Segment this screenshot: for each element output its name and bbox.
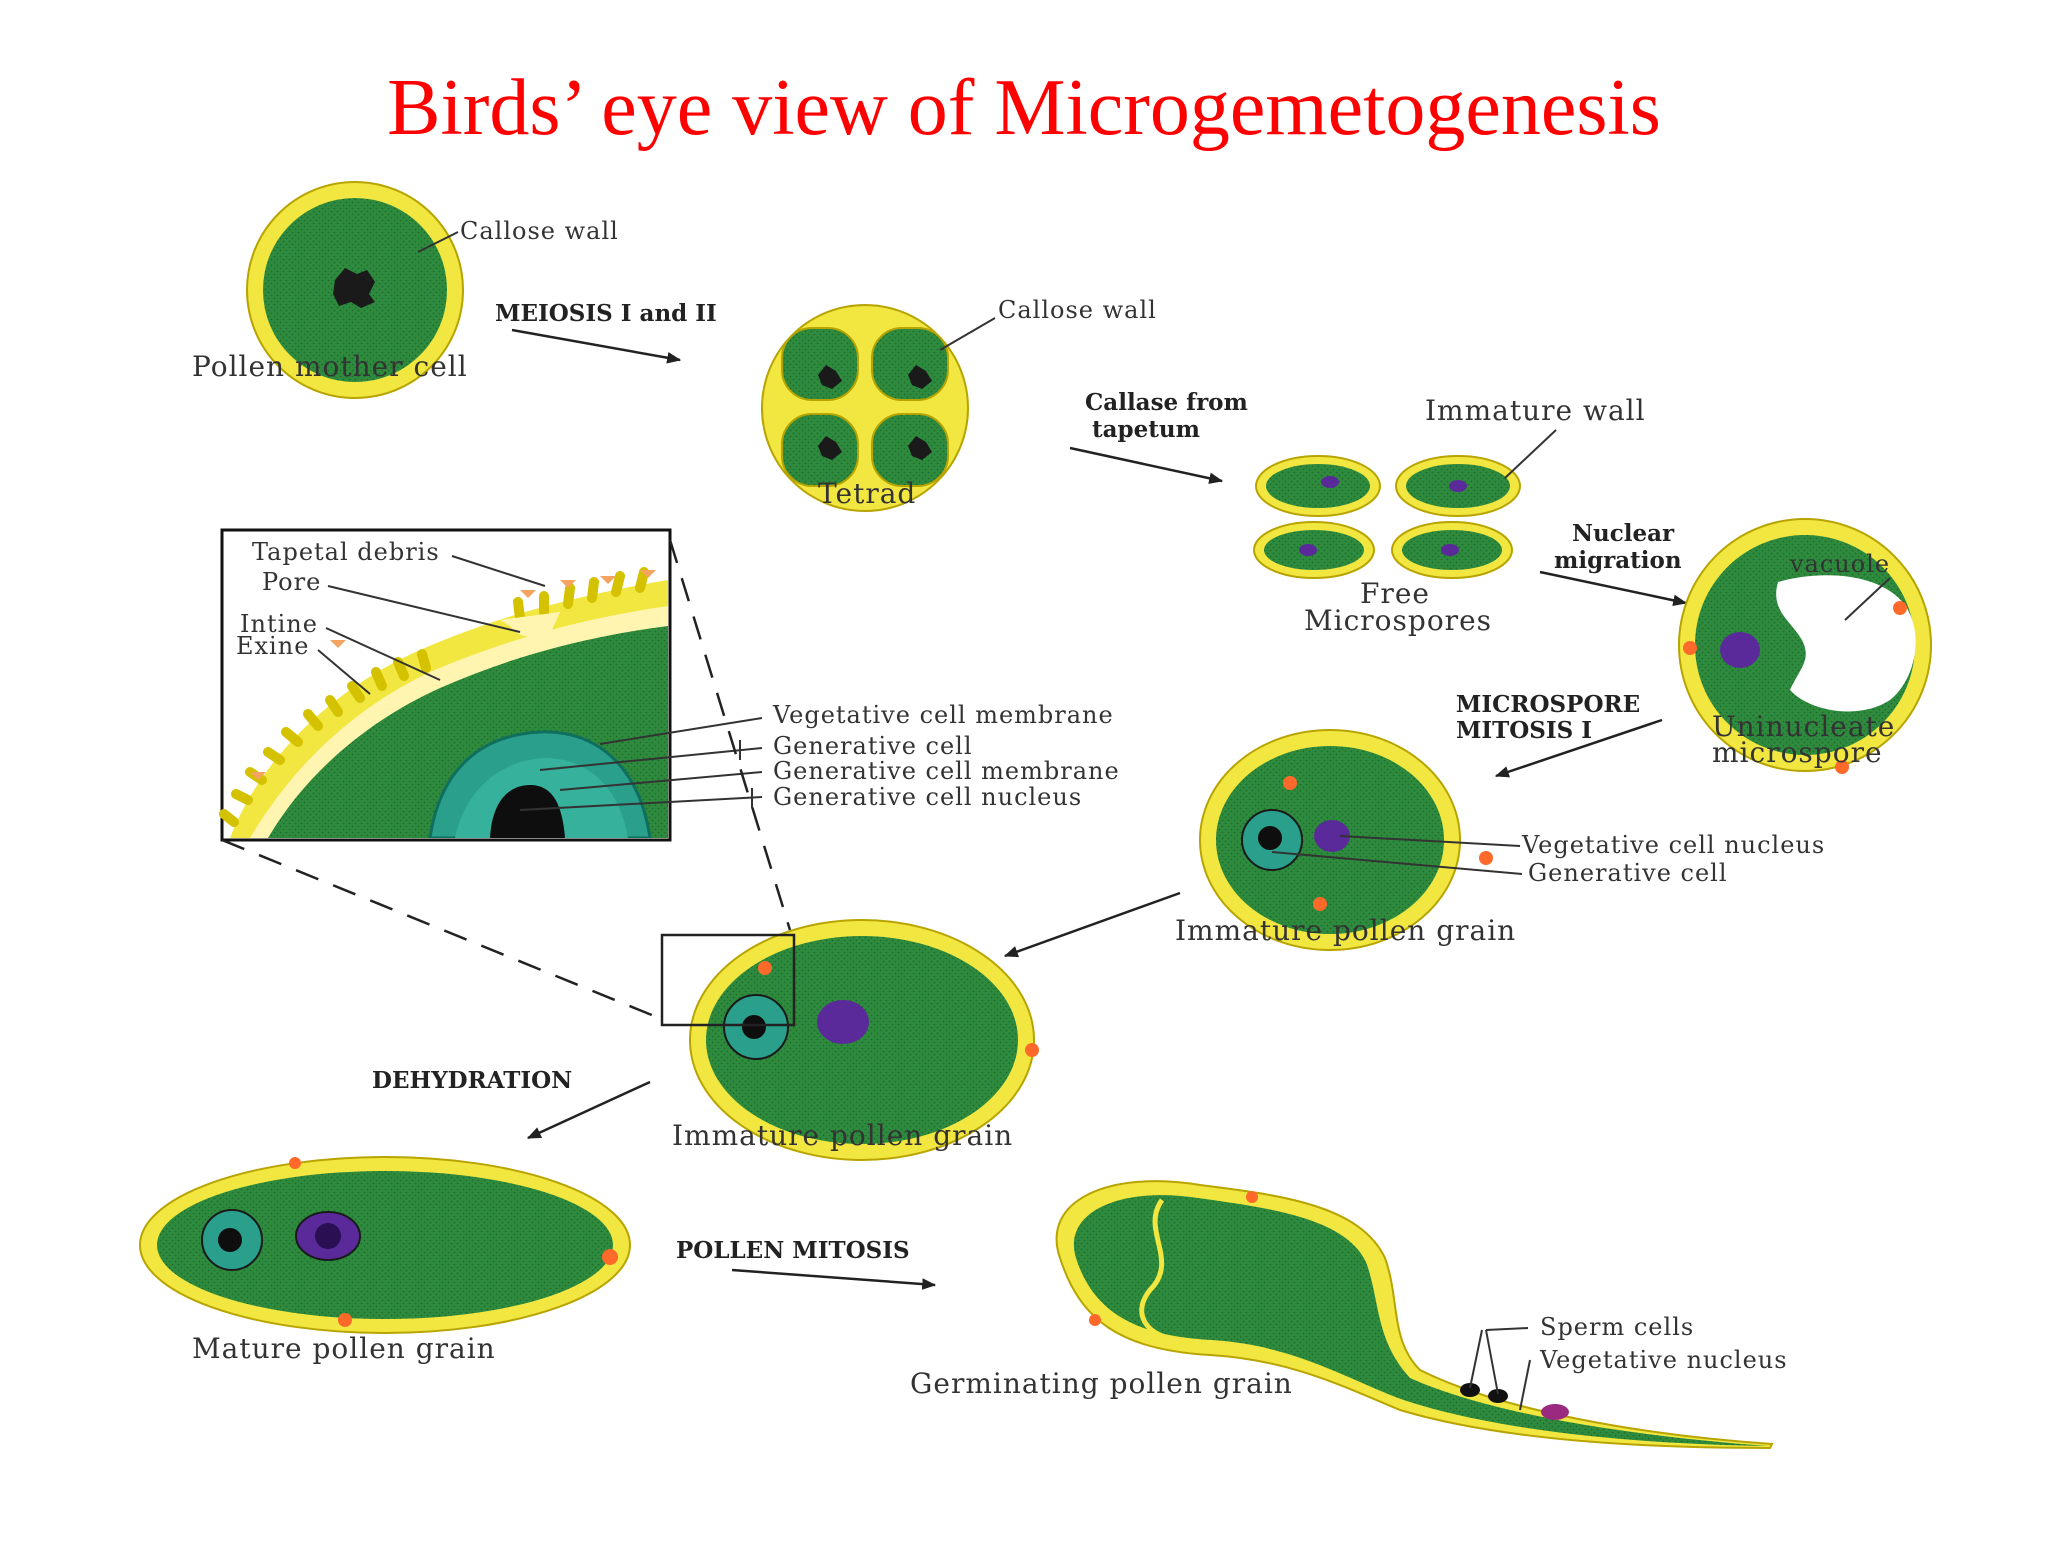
pollen-mitosis-label: POLLEN MITOSIS <box>676 1237 910 1264</box>
generative-cell-leader <box>1271 851 1523 875</box>
intine-leader <box>325 627 441 681</box>
sperm-leader-3 <box>1485 1327 1529 1331</box>
dehydration-label: DEHYDRATION <box>372 1067 572 1094</box>
microspore <box>1395 455 1521 517</box>
microspore <box>1253 521 1375 579</box>
callase-arrow <box>1069 446 1224 484</box>
germinating-label: Germinating pollen grain <box>910 1367 1293 1400</box>
gen-nucleus-leader <box>519 796 763 811</box>
meiosis-arrow <box>511 328 682 364</box>
pore-leader <box>327 585 521 633</box>
immature-pollen-grain-right <box>1199 729 1493 951</box>
veg-membrane-leader <box>599 717 763 745</box>
pollen-mitosis-arrow <box>731 1268 937 1290</box>
page-title: Birds’ eye view of Microgemetogenesis <box>387 64 1661 152</box>
free-microspores-label-line1: Free <box>1360 577 1430 610</box>
sperm-leader-1 <box>1469 1329 1483 1389</box>
immature-pollen-label-2: Immature pollen grain <box>672 1119 1013 1152</box>
zoom-region-box <box>660 933 796 1027</box>
tapetal-debris-leader <box>451 555 546 587</box>
arrow-to-center <box>1003 891 1181 958</box>
gen-cell-leader <box>539 747 763 771</box>
immature-wall-leader <box>1504 429 1557 479</box>
mitosis-label-line2: MITOSIS I <box>1456 717 1592 744</box>
callose-wall-label-1: Callose wall <box>460 217 619 245</box>
exine-label: Exine <box>236 632 309 660</box>
mature-pollen-label: Mature pollen grain <box>192 1332 496 1365</box>
dehydration-arrow <box>526 1080 651 1140</box>
generative-cell-label: Generative cell <box>1528 859 1728 887</box>
intine-label: Intine <box>240 610 318 638</box>
nuclear-migration-label-line2: migration <box>1554 547 1682 574</box>
vacuole-label: vacuole <box>1789 550 1890 578</box>
pollen-mother-cell-label: Pollen mother cell <box>192 350 468 383</box>
wall-detail-inset <box>219 528 672 842</box>
sperm-cells-label: Sperm cells <box>1540 1313 1694 1341</box>
uninucleate-label-line2: microspore <box>1712 736 1883 769</box>
callose-wall-leader-1 <box>417 231 459 253</box>
nuclear-migration-label-line1: Nuclear <box>1572 520 1675 547</box>
tetrad <box>761 304 969 512</box>
vegetative-nucleus-leader <box>1339 835 1521 847</box>
gen-nucleus-label: Generative cell nucleus <box>773 783 1082 811</box>
sperm-leader-2 <box>1485 1329 1499 1395</box>
uninucleate-microspore <box>1678 518 1932 774</box>
zoom-line-lower <box>221 838 665 1022</box>
mature-pollen-grain <box>139 1156 631 1334</box>
immature-pollen-grain-center <box>689 919 1039 1161</box>
gen-membrane-label: Generative cell membrane <box>773 757 1120 785</box>
meiosis-label: MEIOSIS I and II <box>495 300 717 327</box>
exine-leader <box>317 649 371 695</box>
mitosis-arrow <box>1494 718 1663 778</box>
pollen-mother-cell <box>246 181 464 399</box>
nuclear-migration-arrow <box>1539 570 1688 607</box>
tapetal-debris-label: Tapetal debris <box>252 538 440 566</box>
vegetative-nucleus-label: Vegetative nucleus <box>1539 1346 1788 1374</box>
veg-nucleus-leader <box>1519 1359 1531 1411</box>
vacuole-leader <box>1844 577 1891 621</box>
immature-pollen-label-1: Immature pollen grain <box>1175 914 1516 947</box>
tetrad-label: Tetrad <box>818 477 916 510</box>
pore-label: Pore <box>262 568 321 596</box>
free-microspores <box>1253 455 1521 579</box>
microspore <box>1255 455 1381 517</box>
callose-wall-leader-2 <box>939 317 996 351</box>
callase-label-line1: Callase from <box>1085 389 1248 416</box>
free-microspores-label-line2: Microspores <box>1304 604 1492 637</box>
zoom-line-upper <box>668 539 792 931</box>
gen-cell-label-inset: Generative cell <box>773 732 973 760</box>
veg-membrane-label: Vegetative cell membrane <box>772 701 1114 729</box>
germinating-pollen-grain <box>1055 1180 1774 1450</box>
microspore <box>1391 521 1513 579</box>
uninucleate-label-line1: Uninucleate <box>1712 710 1895 743</box>
mitosis-label-line1: MICROSPORE <box>1456 691 1640 718</box>
callase-label-line2: tapetum <box>1092 416 1200 443</box>
callose-wall-label-2: Callose wall <box>998 296 1157 324</box>
vegetative-cell-nucleus-label: Vegetative cell nucleus <box>1521 831 1825 859</box>
gen-membrane-leader <box>559 771 763 791</box>
immature-wall-label: Immature wall <box>1425 394 1646 427</box>
